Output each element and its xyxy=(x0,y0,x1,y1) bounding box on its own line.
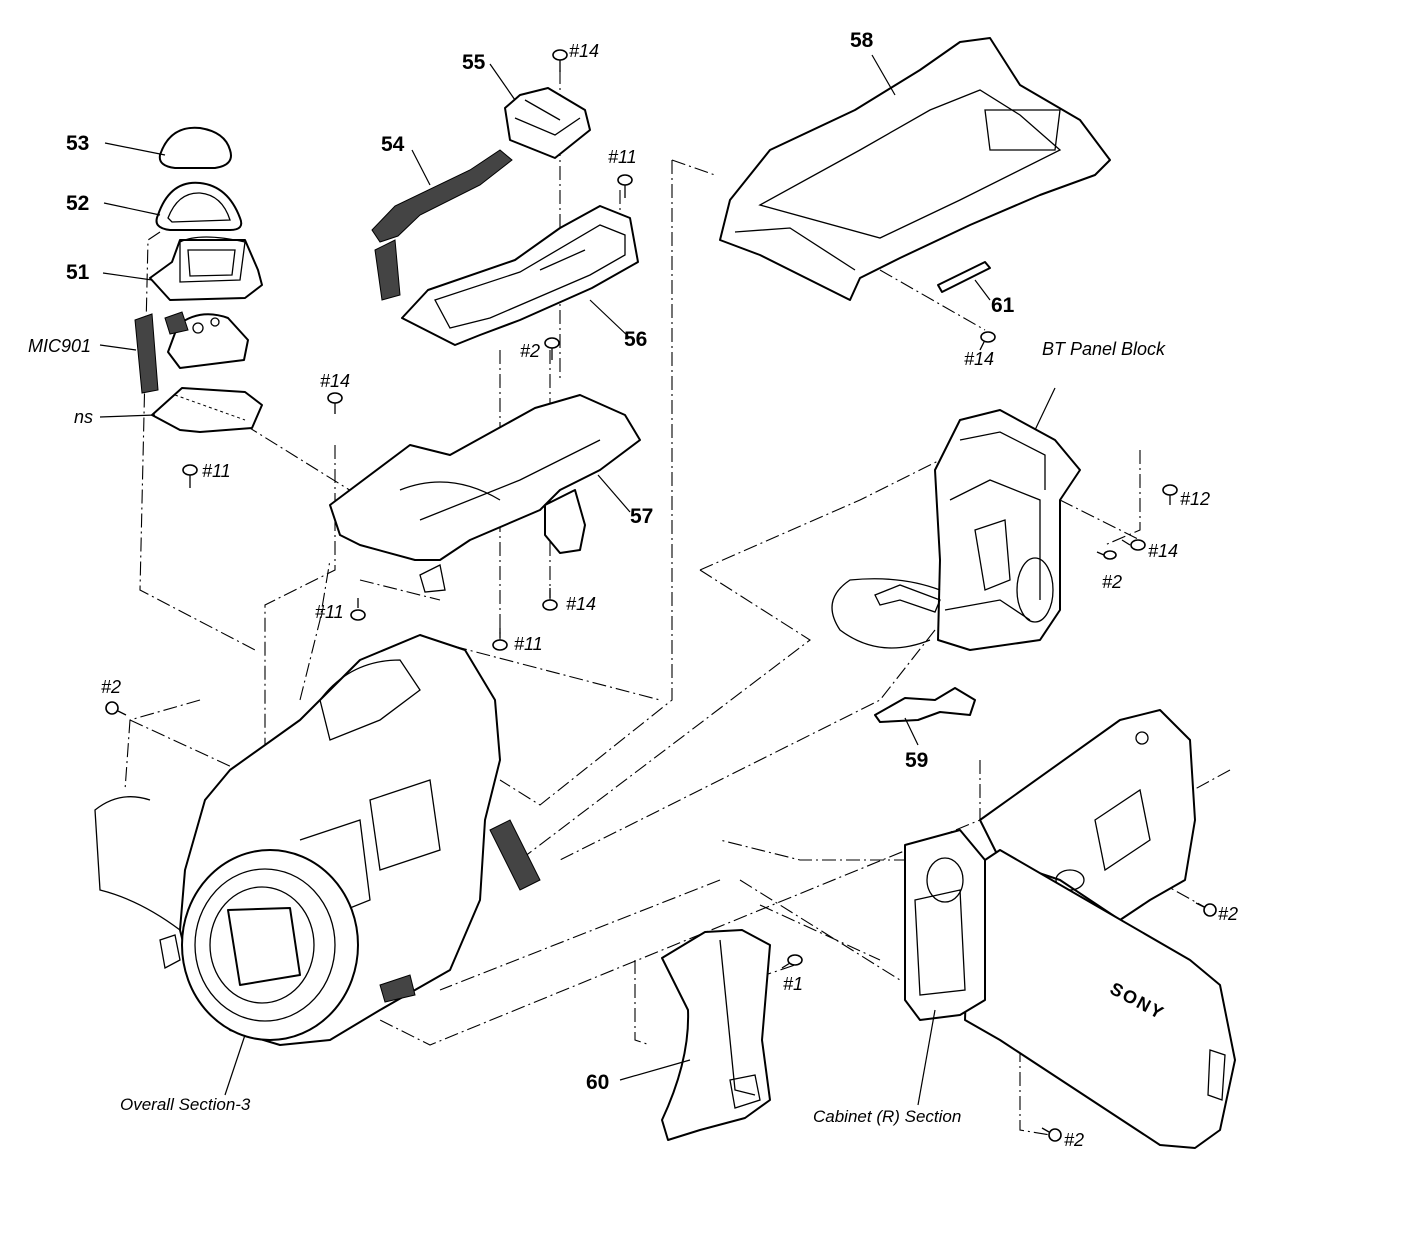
part-label-59: 59 xyxy=(905,749,929,772)
part-59-bracket xyxy=(874,687,976,723)
screw-label-2: #2 xyxy=(101,677,122,697)
screw-label-2: #2 xyxy=(1218,904,1239,924)
leader-lines xyxy=(99,54,1056,1106)
part-label-56: 56 xyxy=(624,328,648,351)
screw-label-11: #11 xyxy=(315,602,344,622)
ref-label-cabinet-r-section: Cabinet (R) Section xyxy=(813,1107,962,1126)
bt-panel-block xyxy=(934,409,1081,651)
screw-label-12: #12 xyxy=(1180,489,1211,509)
screw-icon xyxy=(327,392,343,414)
screw-icon xyxy=(617,174,633,198)
part-55-connector xyxy=(504,87,591,159)
mic901-flex xyxy=(134,311,189,394)
screw-label-2: #2 xyxy=(1064,1130,1085,1150)
screw-icon xyxy=(1096,550,1117,560)
overall-section-3-body xyxy=(94,634,541,1046)
part-label-60: 60 xyxy=(586,1071,610,1094)
part-51-mic-holder xyxy=(149,236,263,301)
part-57-frame xyxy=(329,394,641,593)
screw-label-14: #14 xyxy=(569,41,600,61)
screw-label-2: #2 xyxy=(1102,572,1123,592)
screw-icon xyxy=(1121,539,1146,551)
part-label-51: 51 xyxy=(66,261,90,284)
screw-label-14: #14 xyxy=(964,349,995,369)
screw-icon xyxy=(979,331,996,351)
part-60-grip xyxy=(661,929,771,1141)
screw-icon xyxy=(542,588,558,611)
screw-icon xyxy=(544,337,560,360)
part-54-flex xyxy=(371,149,513,301)
part-label-57: 57 xyxy=(630,505,654,528)
screw-label-11: #11 xyxy=(514,634,543,654)
screw-label-14: #14 xyxy=(1148,541,1179,561)
ref-label-ns: ns xyxy=(74,407,94,427)
screw-icon xyxy=(492,628,508,651)
screw-label-1: #1 xyxy=(783,974,804,994)
ref-label-bt-panel-block: BT Panel Block xyxy=(1042,339,1166,359)
part-label-58: 58 xyxy=(850,29,874,52)
part-53-cap xyxy=(158,126,232,169)
ref-label-overall-section-3: Overall Section-3 xyxy=(120,1095,251,1114)
screw-icon xyxy=(1195,902,1217,917)
part-label-61: 61 xyxy=(991,294,1015,317)
part-label-52: 52 xyxy=(66,192,90,215)
bt-flex xyxy=(831,578,941,649)
screw-label-11: #11 xyxy=(202,461,231,481)
part-52-ring xyxy=(155,181,243,231)
screw-label-14: #14 xyxy=(566,594,597,614)
screw-icon xyxy=(350,598,366,621)
cabinet-r-section xyxy=(904,709,1236,1149)
part-label-55: 55 xyxy=(462,51,486,74)
screw-icon xyxy=(552,49,568,72)
ref-label-mic901: MIC901 xyxy=(28,336,92,356)
part-56-plate xyxy=(401,205,639,346)
ns-bracket xyxy=(151,387,263,433)
screw-icon xyxy=(182,464,198,488)
part-58-top-cover xyxy=(719,37,1111,301)
screw-icons xyxy=(105,49,1217,1142)
screw-icon xyxy=(1162,484,1178,505)
screw-label-2: #2 xyxy=(520,341,541,361)
screw-label-11: #11 xyxy=(608,147,637,167)
screw-icon xyxy=(1041,1127,1062,1142)
screw-icon xyxy=(105,701,127,716)
screw-icon xyxy=(781,954,803,969)
part-label-53: 53 xyxy=(66,132,90,155)
part-label-54: 54 xyxy=(381,133,405,156)
screw-label-14: #14 xyxy=(320,371,351,391)
part-61-rod xyxy=(937,261,991,293)
